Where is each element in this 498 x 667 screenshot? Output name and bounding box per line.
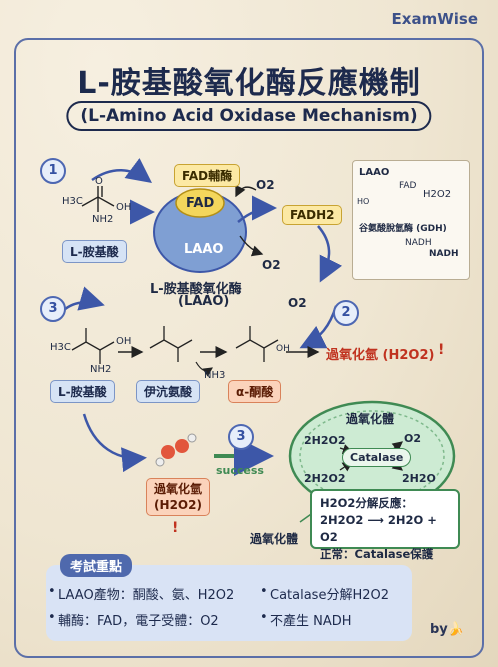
key-points-title: 考試重點 (60, 554, 133, 577)
legend-box: LAAO FAD H2O2 HO 谷氨酸脫氫酶 (GDH) NADH NADH (352, 160, 470, 280)
page-subtitle: (L-Amino Acid Oxidase Mechanism) (66, 101, 432, 131)
legend-nadh-b: NADH (429, 249, 459, 259)
enzyme-name: L-胺基酸氧化酶 (150, 282, 242, 297)
legend-fad: FAD (399, 181, 417, 191)
legend-ho: HO (357, 197, 370, 206)
cat-h2o2-a: 2H2O2 (304, 434, 346, 447)
peroxisome-bottom-label: 過氧化體 (250, 532, 299, 546)
cat-h2o: 2H2O (402, 472, 436, 485)
legend-title: LAAO (359, 167, 390, 178)
key-point-4: 不產生 NADH (270, 614, 352, 629)
nh3-label: NH3 (204, 370, 226, 381)
l-amino-acid-label-2: L-胺基酸 (50, 380, 115, 403)
step-2-badge: 2 (333, 300, 359, 326)
legend-nadh-a: NADH (405, 238, 432, 248)
h2o2-box-line1: 過氧化氫 (154, 482, 203, 496)
mol3-oh: OH (116, 336, 132, 347)
bullet-4: • (260, 610, 268, 625)
alpha-keto-label: α-酮酸 (228, 380, 282, 403)
arrow-2 (299, 305, 338, 349)
o2-arrow-bottom (239, 235, 264, 257)
mol1-oh: OH (116, 202, 132, 213)
row3-structures (71, 326, 279, 364)
h2o2-box: 過氧化氫 (H2O2) (146, 478, 211, 516)
arrow-1 (91, 158, 153, 183)
warning-icon: ! (438, 342, 445, 358)
key-point-2: Catalase分解H2O2 (270, 588, 390, 603)
panel-line-1: H2O2分解反應： (320, 496, 413, 510)
arrow-down-left (82, 413, 147, 473)
fadh2-label: FADH2 (282, 205, 343, 225)
fad-label: FAD (186, 196, 215, 211)
legend-h2o2: H2O2 (423, 189, 452, 200)
step-3-badge-b: 3 (228, 424, 254, 450)
cat-h2o2-b: 2H2O2 (304, 472, 346, 485)
mol1-h3c: H3C (62, 196, 83, 207)
cat-o2: O2 (404, 432, 422, 445)
catalase-label: Catalase (342, 448, 412, 467)
bullet-1: • (48, 584, 56, 599)
arrow-3-a (59, 286, 105, 315)
mol1-o: O (95, 176, 103, 187)
h2o2-box-line2: (H2O2) (154, 498, 202, 512)
decomposition-panel: H2O2分解反應： 2H2O2 ⟶ 2H2O + O2 正常：Catalase保… (310, 489, 460, 561)
mol3-nh2: NH2 (90, 364, 112, 375)
l-amino-acid-label-1: L-胺基酸 (62, 240, 127, 263)
keto-oh: OH (276, 344, 290, 354)
success-label: success (216, 464, 264, 477)
step-3-badge: 3 (40, 296, 66, 322)
mol1-nh2: NH2 (92, 214, 114, 225)
nh3-arrow (195, 361, 213, 377)
laao-label: LAAO (184, 242, 224, 257)
legend-gdh: 谷氨酸脫氫酶 (GDH) (359, 224, 447, 234)
panel-line-2: 2H2O2 ⟶ 2H2O + O2 (320, 513, 437, 544)
page-frame (14, 38, 484, 658)
arrow-fadh2-down (317, 225, 343, 283)
page-title: L-胺基酸氧化酶反應機制 (77, 66, 421, 101)
enzyme-abbr: (LAAO) (178, 294, 230, 309)
o2-bottom: O2 (262, 258, 281, 272)
brand-logo: ExamWise (391, 10, 478, 28)
key-point-1: LAAO產物：酮酸、氨、H2O2 (58, 588, 235, 603)
arrow-fadh2 (237, 195, 277, 223)
key-point-3: 輔酶：FAD，電子受體：O2 (58, 614, 219, 629)
bullet-2: • (260, 584, 268, 599)
o2-top: O2 (256, 178, 275, 192)
warning-icon-2: ! (172, 520, 179, 536)
laao-enzyme-shape (153, 188, 247, 273)
key-points-box (46, 565, 412, 641)
byline: by🍌 (430, 622, 464, 637)
imino-acid-label: 伊沆氨酸 (136, 380, 201, 403)
l-amino-acid-structure-1 (81, 186, 115, 212)
h2o2-molecule (155, 433, 197, 467)
bullet-3: • (48, 610, 56, 625)
panel-line-3: 正常：Catalase保護 (320, 547, 434, 561)
o2-arrow-top (235, 184, 257, 198)
o2-mid: O2 (288, 296, 307, 310)
peroxisome-title: 過氧化體 (346, 412, 395, 426)
h2o2-product-label: 過氧化氫 (H2O2) (326, 348, 435, 363)
fad-coenzyme-label: FAD輔酶 (174, 164, 241, 187)
step-1-badge: 1 (40, 158, 66, 184)
mol3-h3c: H3C (50, 342, 71, 353)
